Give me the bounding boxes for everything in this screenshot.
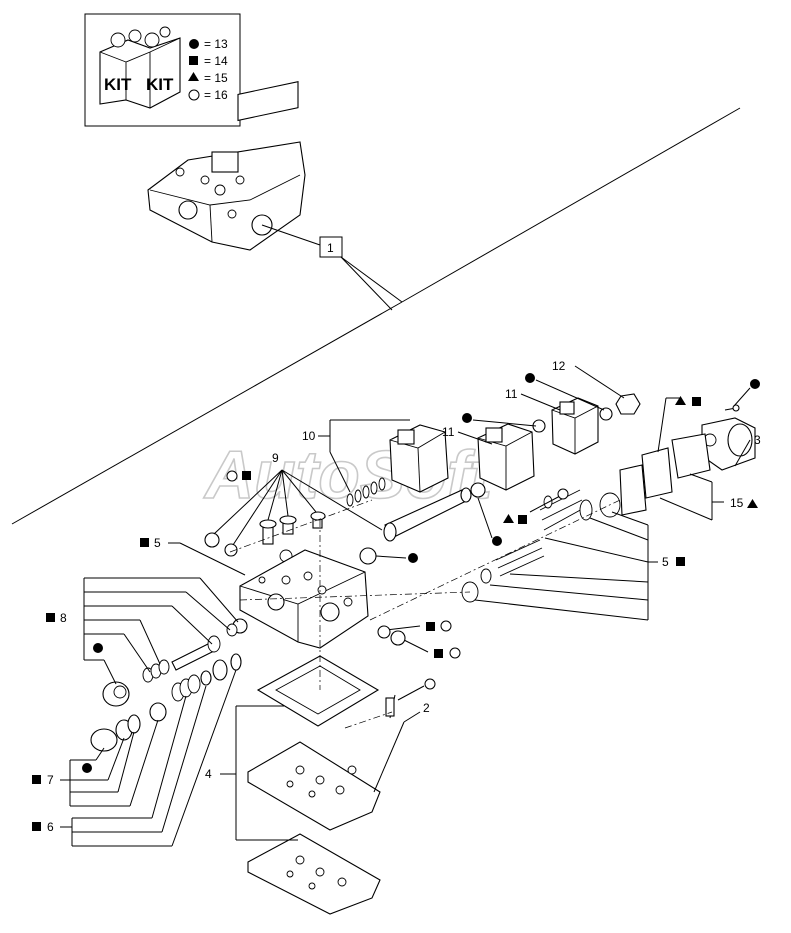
- callout-5-left: 5: [154, 536, 161, 550]
- filled-circle-icon: [462, 413, 472, 423]
- filled-square-icon: [692, 397, 701, 406]
- filled-square-icon: [676, 557, 685, 566]
- kit-box-text-left: KIT: [104, 75, 132, 94]
- callout-9: 9: [272, 451, 279, 465]
- filled-circle-icon: [82, 763, 92, 773]
- filled-square-icon: [518, 515, 527, 524]
- callout-7: 7: [47, 773, 54, 787]
- spring-set-right: [461, 489, 621, 603]
- legend-entry-16: = 16: [204, 88, 228, 102]
- filled-circle-icon: [93, 643, 103, 653]
- callout-12: 12: [552, 359, 566, 373]
- kit-icon: KIT KIT: [99, 26, 181, 109]
- valve-assembly-drawing: [147, 80, 306, 251]
- callout-11-mid: 11: [442, 425, 455, 439]
- filled-square-icon: [32, 822, 41, 831]
- legend-entry-14: = 14: [204, 54, 228, 68]
- filled-square-icon: [434, 649, 443, 658]
- valve-body: [239, 549, 369, 649]
- kit-box-text-right: KIT: [146, 75, 174, 94]
- callout-8: 8: [60, 611, 67, 625]
- open-circle-icon: [449, 647, 461, 659]
- open-circle-icon: [226, 470, 238, 482]
- filled-triangle-icon: [747, 499, 758, 508]
- callout-1: 1: [327, 241, 334, 255]
- callout-11-top: 11: [505, 387, 518, 401]
- callout-2: 2: [423, 701, 430, 715]
- filled-triangle-icon: [675, 396, 686, 405]
- filled-square-icon: [46, 613, 55, 622]
- legend-entry-13: = 13: [204, 37, 228, 51]
- filled-triangle-icon: [188, 72, 199, 81]
- end-cover: [701, 417, 756, 471]
- spring-set-left: [90, 618, 248, 752]
- filled-circle-icon: [750, 379, 760, 389]
- filled-square-icon: [242, 471, 251, 480]
- callout-10: 10: [302, 429, 316, 443]
- callout-6: 6: [47, 820, 54, 834]
- callout-3: 3: [754, 433, 761, 447]
- filled-triangle-icon: [503, 514, 514, 523]
- filled-circle-icon: [408, 553, 418, 563]
- filled-square-icon: [140, 538, 149, 547]
- solenoid-left: [389, 424, 449, 493]
- open-circle-icon: [188, 89, 200, 101]
- open-circle-icon: [557, 488, 569, 500]
- gasket-upper: [256, 655, 396, 727]
- open-circle-icon: [440, 620, 452, 632]
- kit-legend: KIT KIT = 13 = 14 = 15 = 16: [84, 13, 241, 127]
- plate-lower: [247, 833, 381, 915]
- filled-circle-icon: [492, 536, 502, 546]
- filled-square-icon: [32, 775, 41, 784]
- callout-15: 15: [730, 496, 744, 510]
- filled-circle-icon: [525, 373, 535, 383]
- filled-circle-icon: [189, 39, 199, 49]
- filled-square-icon: [189, 56, 198, 65]
- spool-shaft: [383, 482, 486, 542]
- plate-upper: [247, 741, 381, 831]
- callout-4: 4: [205, 767, 212, 781]
- solenoid-middle: [477, 423, 535, 491]
- coil-spring-top: [346, 477, 386, 507]
- solenoid-right: [551, 397, 599, 455]
- legend-entry-15: = 15: [204, 71, 228, 85]
- filled-square-icon: [426, 622, 435, 631]
- open-circle-icon: [424, 678, 436, 690]
- callout-5-right: 5: [662, 555, 669, 569]
